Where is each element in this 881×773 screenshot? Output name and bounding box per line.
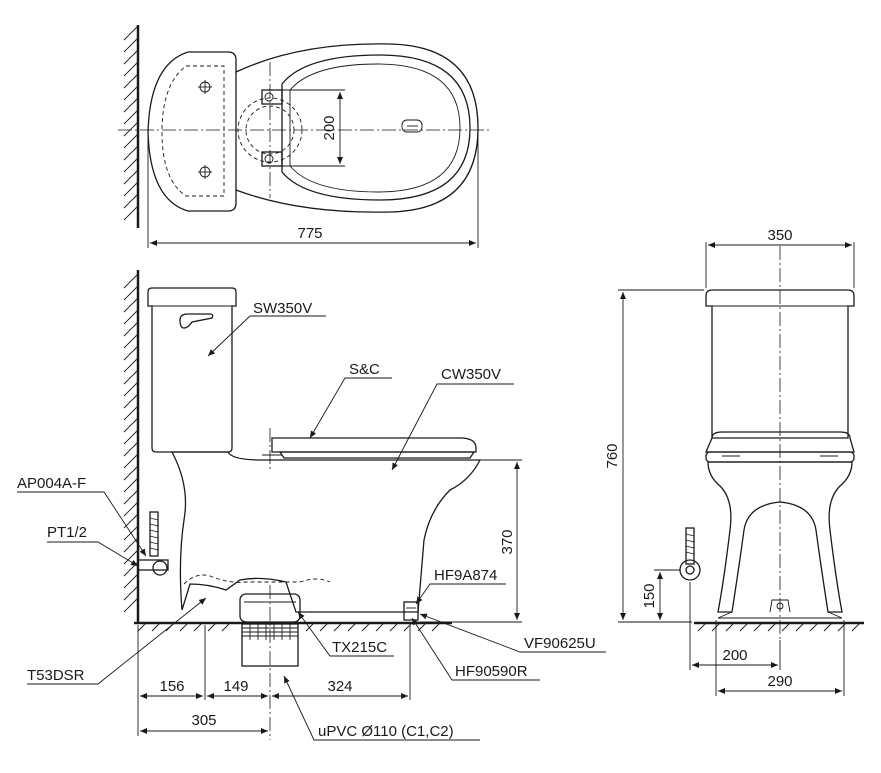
- side-seat: [271, 437, 477, 453]
- label-flange-bolt: HF90590R: [455, 663, 528, 680]
- dim-775-text: 775: [297, 225, 322, 242]
- front-supply-pipe: [679, 527, 701, 581]
- front-seat: [705, 431, 855, 453]
- dim-156-text: 156: [159, 678, 184, 695]
- label-bowl: CW350V: [441, 366, 501, 383]
- dim-149-text: 149: [223, 678, 248, 695]
- top-hinge-front: [261, 151, 283, 167]
- side-bowl: [170, 451, 482, 613]
- dim-760-text: 760: [604, 443, 621, 468]
- top-tank-inner: [161, 65, 225, 197]
- label-angle-valve: AP004A-F: [17, 475, 86, 492]
- top-seat-inner: [289, 63, 461, 193]
- dim-200-front-text: 200: [722, 647, 747, 664]
- label-drain-pipe: uPVC Ø110 (C1,C2): [318, 723, 454, 740]
- label-floor-bolt-cap: VF90625U: [524, 635, 596, 652]
- dim-324-text: 324: [327, 678, 352, 695]
- top-tank-outline: [147, 51, 237, 212]
- side-floor-bolt: [403, 601, 419, 621]
- top-bowl-outline: [235, 43, 479, 213]
- label-supply-pipe: T53DSR: [27, 667, 85, 684]
- side-view: 370 156 149 324 305 SW350V S&C CW350V AP…: [17, 270, 606, 741]
- side-supply-pipe: [137, 511, 169, 576]
- side-flush-lever: [179, 313, 214, 329]
- label-seat-cover: S&C: [349, 361, 380, 378]
- label-drain-flange: TX215C: [332, 639, 387, 656]
- dim-200-top-text: 200: [321, 115, 338, 140]
- dim-305-text: 305: [191, 712, 216, 729]
- dim-370-text: 370: [499, 529, 516, 554]
- label-flex-hose: HF9A874: [434, 567, 497, 584]
- top-seat-outline: [281, 54, 471, 201]
- label-thread: PT1/2: [47, 524, 87, 541]
- dim-290-text: 290: [767, 673, 792, 690]
- top-tank-bolts: [198, 80, 212, 179]
- dim-350-text: 350: [767, 227, 792, 244]
- label-tank: SW350V: [253, 300, 312, 317]
- front-bowl: [707, 461, 853, 613]
- side-floor-hatch: [137, 622, 441, 632]
- side-tank: [147, 287, 237, 453]
- top-wall-hatch: [123, 25, 139, 221]
- front-tank: [705, 289, 855, 439]
- top-view: 200 775: [118, 25, 490, 248]
- front-base: [717, 611, 843, 619]
- dim-150-text: 150: [641, 583, 658, 608]
- side-trapway: [183, 574, 331, 585]
- top-front-slot: [401, 119, 423, 133]
- front-view: 350 760 150 200 290: [604, 227, 864, 696]
- top-hinge-rear: [261, 89, 283, 105]
- side-wall-hatch: [123, 273, 139, 613]
- side-seat-cover: [278, 451, 476, 459]
